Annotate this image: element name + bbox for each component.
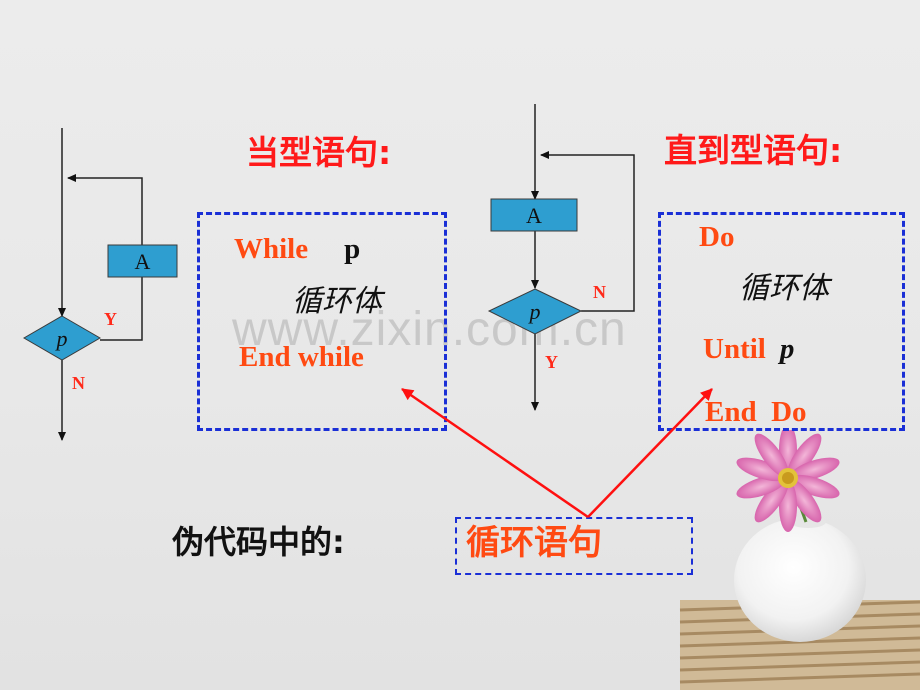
while-yes-label: Y — [104, 309, 117, 329]
until-keyword: Until — [703, 333, 766, 365]
until-diamond-p-label: p — [529, 299, 541, 324]
until-end-line: End Do — [705, 396, 807, 428]
until-condition-var: p — [779, 333, 795, 365]
flower-vase-image — [679, 430, 920, 690]
heading-while-type: 当型语句: — [246, 133, 392, 172]
while-line1: While p — [234, 235, 360, 264]
while-condition-var: p — [344, 233, 361, 265]
until-yes-label: Y — [545, 352, 558, 372]
while-end-line: End while — [239, 341, 364, 373]
pseudocode-label: 伪代码中的: — [172, 523, 345, 561]
arrow-to-while — [401, 387, 589, 519]
while-no-label: N — [72, 373, 85, 393]
until-no-label: N — [593, 282, 606, 302]
while-diamond-p-label: p — [56, 326, 68, 351]
arrow-to-until — [587, 388, 713, 518]
while-flowchart — [23, 128, 178, 441]
until-box-a — [490, 198, 578, 232]
until-flowchart — [487, 104, 635, 411]
while-keyword: While — [234, 233, 309, 265]
heading-until-type: 直到型语句: — [664, 131, 843, 170]
until-do-line: Do — [699, 221, 735, 253]
until-code-box — [658, 212, 905, 431]
loop-statement-keyword: 循环语句 — [466, 523, 602, 563]
until-loop-back-line — [540, 151, 635, 312]
until-box-a-label: A — [526, 203, 542, 228]
while-code-box — [197, 212, 447, 431]
until-loop-body: 循环体 — [739, 271, 829, 306]
loop-statement-box — [455, 517, 693, 575]
while-box-a — [107, 244, 178, 278]
while-diamond-p — [23, 315, 101, 361]
while-loop-body: 循环体 — [292, 284, 382, 319]
while-box-a-label: A — [134, 249, 151, 274]
until-diamond-p — [487, 288, 583, 335]
